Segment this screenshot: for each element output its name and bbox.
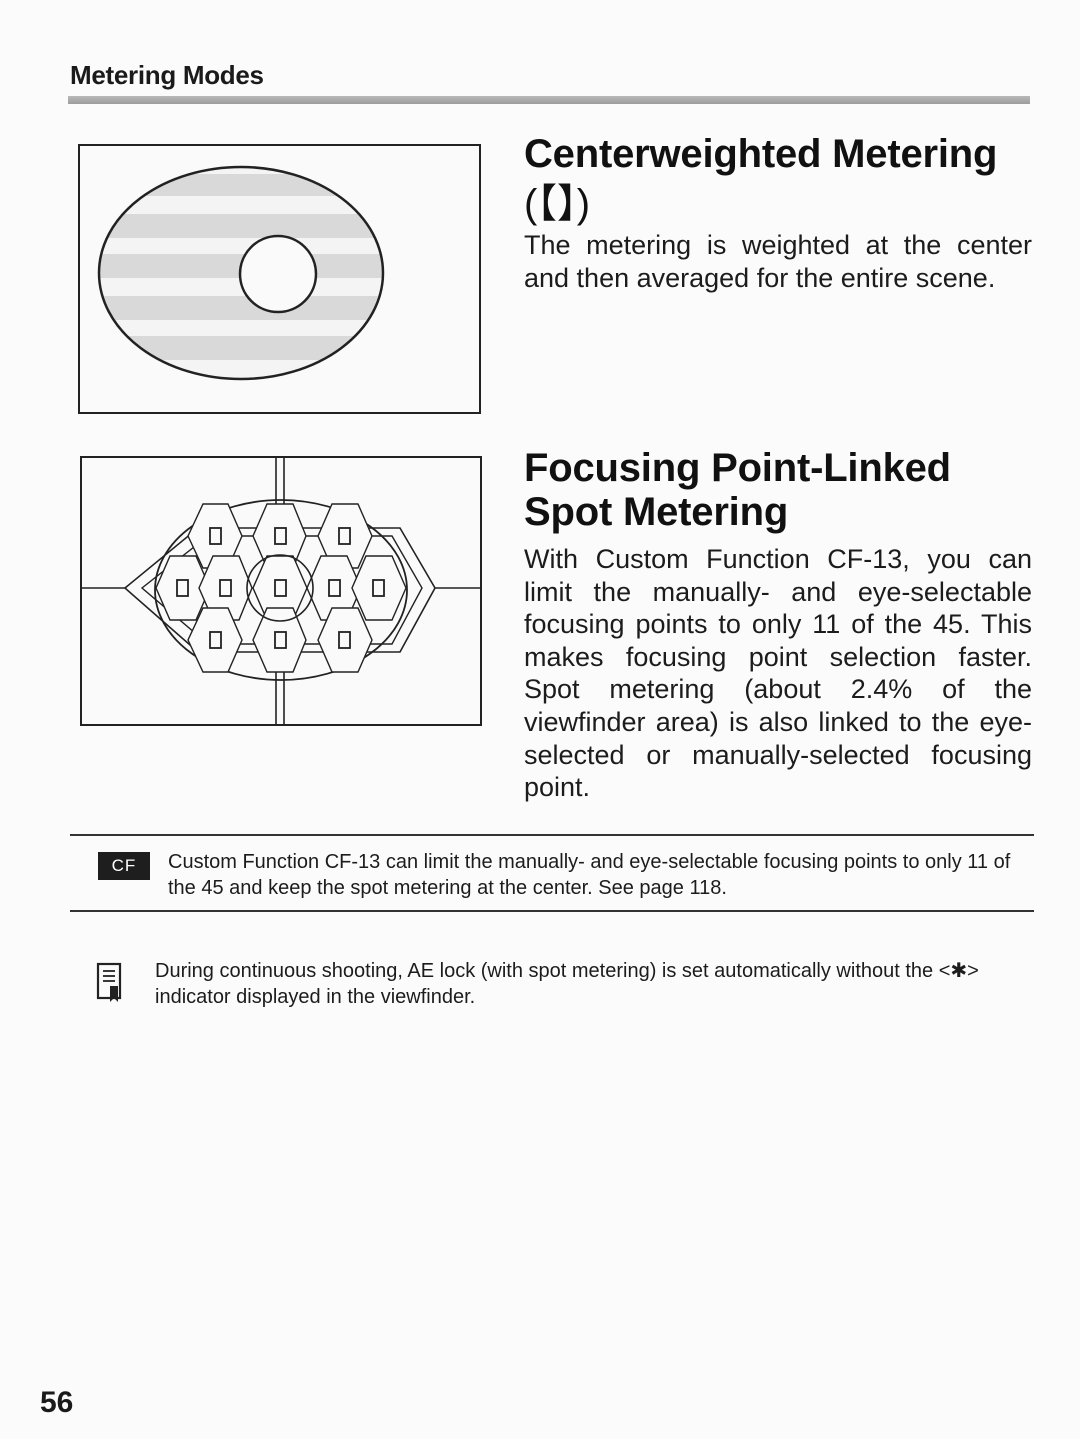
note-divider-top	[70, 834, 1034, 836]
custom-function-note: Custom Function CF-13 can limit the manu…	[168, 851, 1011, 899]
page-number: 56	[40, 1386, 74, 1419]
section-divider	[68, 96, 1030, 104]
focusing-points	[176, 527, 385, 649]
continuous-shooting-note: During continuous shooting, AE lock (wit…	[155, 960, 979, 1008]
memo-icon	[96, 962, 124, 1011]
centerweighted-metering-diagram	[78, 144, 481, 414]
heading-spot-metering: Focusing Point-Linked Spot Metering	[524, 446, 951, 534]
section-title: Metering Modes	[70, 60, 264, 90]
note-divider-bottom	[70, 910, 1034, 912]
centerweighted-symbol: (【】)	[524, 182, 590, 226]
centerweighted-description: The metering is weighted at the center a…	[524, 230, 1032, 293]
spot-metering-description: With Custom Function CF-13, you can limi…	[524, 544, 1032, 803]
spot-metering-diagram	[80, 456, 482, 726]
cf-badge: CF	[98, 852, 150, 880]
heading-centerweighted-metering: Centerweighted Metering	[524, 132, 998, 176]
